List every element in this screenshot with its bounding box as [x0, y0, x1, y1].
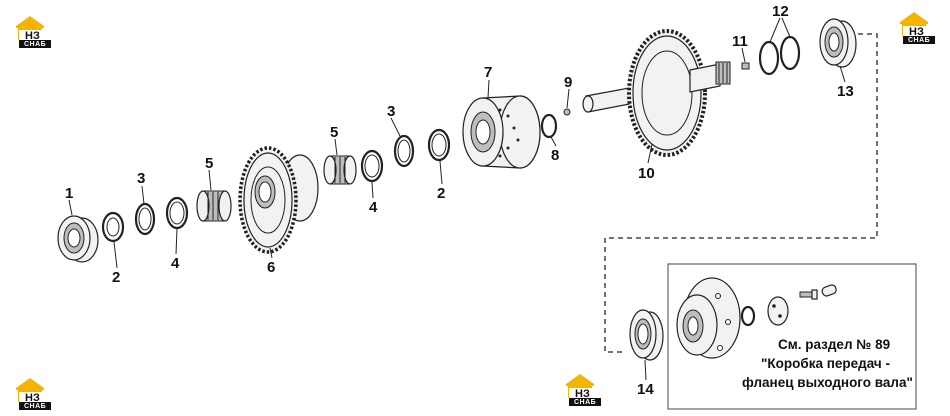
part-13-bearing: [819, 18, 857, 68]
inset-o-ring: [740, 305, 756, 327]
label-part-5b: 5: [330, 124, 338, 141]
part-1-bearing: [57, 215, 99, 263]
label-part-3b: 3: [387, 103, 395, 120]
logo-letters: НЗ: [909, 26, 924, 38]
part-7-clutch-drum: [462, 95, 541, 169]
label-part-2b: 2: [437, 185, 445, 202]
part-11-pin: [741, 62, 750, 70]
label-part-3a: 3: [137, 170, 145, 187]
part-2-washer-b: [427, 128, 451, 162]
logo-word: СНАБ: [24, 41, 46, 48]
part-2-washer-a: [101, 211, 125, 243]
logo-word: СНАБ: [908, 37, 930, 44]
label-part-12: 12: [772, 3, 789, 20]
part-3-ring-b: [393, 134, 415, 168]
part-12-seal-rings: [758, 35, 801, 76]
label-part-6: 6: [267, 259, 275, 276]
part-9-ball: [563, 108, 571, 116]
logo-bottom-left: НЗ СНАБ: [16, 378, 51, 410]
part-10-output-shaft-gear: [582, 29, 731, 157]
label-part-4a: 4: [171, 255, 180, 272]
leader-lines: [68, 17, 846, 381]
part-5-needle-bearing-a: [196, 190, 232, 222]
label-part-7: 7: [484, 64, 492, 81]
inset-lock-plate: [821, 284, 837, 297]
logo-word: СНАБ: [574, 399, 596, 406]
logo-top-left: НЗ СНАБ: [16, 16, 51, 48]
logo-top-right: НЗ СНАБ: [900, 12, 935, 44]
label-part-2a: 2: [112, 269, 120, 286]
part-8-snap-ring: [540, 113, 558, 139]
logo-letters: НЗ: [575, 388, 590, 400]
logo-word: СНАБ: [24, 403, 46, 410]
inset-washer-plate: [767, 296, 789, 326]
part-4-washer-a: [165, 196, 189, 230]
logo-letters: НЗ: [25, 392, 40, 404]
inset-bolt: [799, 289, 818, 300]
part-5-needle-bearing-b: [323, 155, 357, 185]
logo-bottom-center: НЗ СНАБ: [566, 374, 601, 406]
part-3-ring-a: [134, 202, 156, 236]
reference-note-line3: фланец выходного вала": [742, 375, 913, 390]
reference-note-line1: См. раздел № 89: [778, 337, 890, 352]
label-part-1: 1: [65, 185, 73, 202]
logo-letters: НЗ: [25, 30, 40, 42]
label-part-11: 11: [732, 33, 748, 50]
label-part-13: 13: [837, 83, 854, 100]
label-part-4b: 4: [369, 199, 378, 216]
part-4-washer-b: [360, 149, 384, 183]
part-14-seal: [629, 309, 664, 361]
label-part-10: 10: [638, 165, 655, 182]
inset-output-flange: [676, 277, 741, 359]
label-part-8: 8: [551, 147, 559, 164]
connector-dashed-line: [604, 33, 878, 353]
label-part-9: 9: [564, 74, 572, 91]
reference-note-line2: "Коробка передач -: [761, 356, 890, 371]
label-part-5a: 5: [205, 155, 213, 172]
part-6-gear: [238, 146, 319, 254]
label-part-14: 14: [637, 381, 654, 398]
